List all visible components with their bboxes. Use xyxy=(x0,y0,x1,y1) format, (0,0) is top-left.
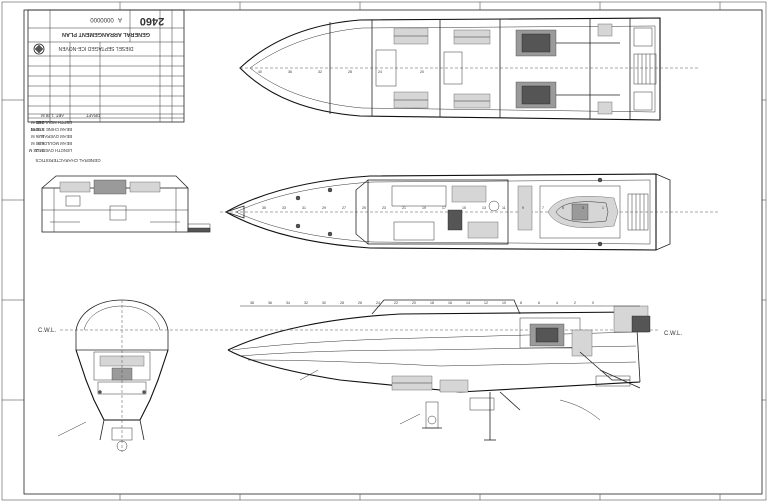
char-row-1-value: 27.28 M xyxy=(28,148,44,153)
svg-text:26: 26 xyxy=(358,301,362,305)
svg-text:18: 18 xyxy=(430,301,434,305)
drawing-title: GENERAL ARRANGEMENT PLAN xyxy=(62,31,150,37)
svg-text:21: 21 xyxy=(402,206,406,210)
stern-view xyxy=(41,175,211,233)
cwl-label-left: C.W.L. xyxy=(38,328,56,334)
vessel-name: DIESEL SEPTAGED ICE-NOVEN xyxy=(58,45,133,51)
char-row-4-value: 5.90 M xyxy=(31,127,44,132)
main-deck-plan: 35 33 31 29 27 25 23 21 19 17 15 13 11 9… xyxy=(220,173,720,251)
svg-text:20: 20 xyxy=(420,70,424,74)
svg-text:9: 9 xyxy=(522,206,524,210)
sheet-inner-border xyxy=(23,9,763,495)
char-row-4-label: BEAM CHINE STERN xyxy=(31,127,72,132)
svg-text:24: 24 xyxy=(378,70,382,74)
front-view xyxy=(75,299,169,452)
svg-text:36: 36 xyxy=(288,70,292,74)
svg-text:28: 28 xyxy=(348,70,352,74)
drawing-number: 2460 xyxy=(140,15,164,27)
svg-text:32: 32 xyxy=(318,70,322,74)
char-row-3-label: BEAM OVERALL xyxy=(39,134,72,139)
lower-deck-main-engine-stbd xyxy=(515,81,620,109)
lower-deck-frame-numbers: 40 36 32 28 24 20 xyxy=(258,70,424,74)
svg-text:2: 2 xyxy=(574,301,576,305)
profile-main-engine xyxy=(529,323,565,347)
svg-text:38: 38 xyxy=(250,301,254,305)
svg-text:24: 24 xyxy=(376,301,380,305)
profile-sheer-line xyxy=(227,311,637,351)
svg-text:6: 6 xyxy=(538,301,540,305)
main-deck-frame-numbers: 35 33 31 29 27 25 23 21 19 17 15 13 11 9… xyxy=(262,206,604,210)
rescue-boat xyxy=(547,196,619,228)
char-row-2-value: 6.80 M xyxy=(31,141,44,146)
lower-deck-main-engine-port xyxy=(515,29,620,57)
general-characteristics-heading: GENERAL CHARACTERISTICS xyxy=(35,158,100,163)
char-row-5-label: DEPTH MOULDED xyxy=(36,120,72,125)
svg-text:36: 36 xyxy=(268,301,272,305)
svg-text:25: 25 xyxy=(362,206,366,210)
char-row-6-value: ABT. 1.28 M xyxy=(41,113,64,118)
svg-text:23: 23 xyxy=(382,206,386,210)
title-block: 2460 0000000 A GENERAL ARRANGEMENT PLAN … xyxy=(27,9,185,123)
char-row-3-value: 6.86 M xyxy=(31,134,44,139)
svg-text:1: 1 xyxy=(602,206,604,210)
svg-text:7: 7 xyxy=(542,206,544,210)
svg-text:11: 11 xyxy=(502,206,506,210)
char-row-1-label: LENGTH OVERALL xyxy=(34,148,72,153)
svg-text:3: 3 xyxy=(582,206,584,210)
main-deck-superstructure xyxy=(367,179,509,245)
revision-mark: A xyxy=(118,16,122,22)
svg-text:29: 29 xyxy=(322,206,326,210)
company-logo xyxy=(33,43,45,55)
general-characteristics-table: GENERAL CHARACTERISTICS LENGTH OVERALL 2… xyxy=(28,113,100,163)
svg-text:8: 8 xyxy=(520,301,522,305)
svg-text:40: 40 xyxy=(258,70,262,74)
svg-text:33: 33 xyxy=(282,206,286,210)
callout-leaders xyxy=(57,369,421,437)
svg-text:14: 14 xyxy=(466,301,470,305)
svg-text:0: 0 xyxy=(592,301,594,305)
profile-keel-line xyxy=(227,349,641,393)
svg-text:19: 19 xyxy=(422,206,426,210)
svg-text:31: 31 xyxy=(302,206,306,210)
svg-text:35: 35 xyxy=(262,206,266,210)
svg-text:20: 20 xyxy=(412,301,416,305)
svg-text:12: 12 xyxy=(484,301,488,305)
svg-text:30: 30 xyxy=(322,301,326,305)
char-row-2-label: BEAM MOULDED xyxy=(38,141,72,146)
char-row-6-label: DRAFT xyxy=(86,113,100,118)
lower-deck-hull-outline xyxy=(239,17,661,121)
svg-text:22: 22 xyxy=(394,301,398,305)
svg-text:15: 15 xyxy=(462,206,466,210)
svg-text:10: 10 xyxy=(502,301,506,305)
svg-text:28: 28 xyxy=(340,301,344,305)
cwl-label-right: C.W.L. xyxy=(664,331,682,337)
sheet-number: 0000000 xyxy=(90,16,114,22)
char-row-5-value: 3.00 M xyxy=(31,120,44,125)
svg-text:16: 16 xyxy=(448,301,452,305)
svg-text:4: 4 xyxy=(556,301,558,305)
svg-text:27: 27 xyxy=(342,206,346,210)
svg-text:34: 34 xyxy=(286,301,290,305)
svg-text:13: 13 xyxy=(482,206,486,210)
svg-text:32: 32 xyxy=(304,301,308,305)
profile-frame-numbers: 38 36 34 32 30 28 26 24 22 20 18 16 14 1… xyxy=(250,301,594,305)
lower-deck-plan: 40 36 32 28 24 20 xyxy=(239,17,700,121)
svg-text:17: 17 xyxy=(442,206,446,210)
svg-text:5: 5 xyxy=(562,206,564,210)
profile-view: C.W.L. C.W.L. xyxy=(38,299,682,441)
